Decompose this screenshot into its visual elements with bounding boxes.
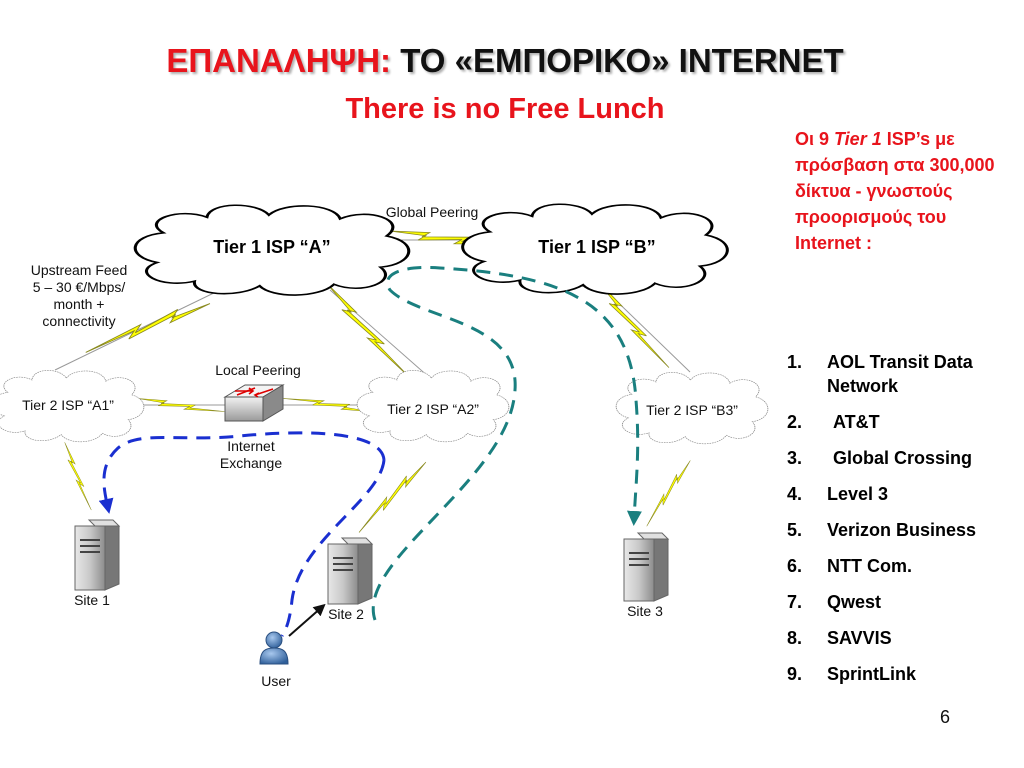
server-icon-site2 — [327, 537, 374, 605]
page-subtitle: There is no Free Lunch — [345, 93, 665, 125]
path-site2-to-site3 — [371, 265, 642, 621]
lightning-bolt-icon — [646, 455, 691, 532]
list-item: 1.AOL Transit Data Network — [787, 352, 973, 396]
user-icon — [259, 631, 289, 665]
site2-label: Site 2 — [328, 606, 364, 622]
tier2-b3-label: Tier 2 ISP “B3” — [646, 402, 738, 418]
tier1-isp-list: 1.AOL Transit Data Network 2.AT&T 3.Glob… — [787, 350, 1019, 698]
title-part-1: ΕΠΑΝΑΛΗΨΗ: — [166, 42, 392, 79]
tier2-a1-label: Tier 2 ISP “A1” — [22, 397, 114, 413]
page-number: 6 — [940, 707, 951, 727]
upstream-feed-label: Upstream Feed 5 – 30 €/Mbps/ month + con… — [30, 262, 128, 329]
list-item: 8.SAVVIS — [787, 628, 892, 648]
user-label: User — [261, 673, 291, 689]
tier1-b-label: Tier 1 ISP “B” — [538, 237, 656, 257]
list-item: 5.Verizon Business — [787, 520, 977, 540]
lightning-bolt-icon — [55, 441, 101, 511]
list-item: 2.AT&T — [787, 412, 880, 432]
title-part-2: ΤΟ «ΕΜΠΟΡΙΚΟ» INTERNET — [400, 42, 844, 79]
list-item: 9.SprintLink — [787, 664, 916, 684]
page-title: ΕΠΑΝΑΛΗΨΗ: ΤΟ «ΕΜΠΟΡΙΚΟ» INTERNET — [0, 42, 1010, 80]
server-icon-site3 — [623, 532, 670, 602]
site3-label: Site 3 — [627, 603, 663, 619]
server-icon-site1 — [74, 519, 121, 591]
switch-icon — [223, 384, 285, 422]
lightning-bolt-icon — [358, 453, 427, 542]
internet-exchange-label: Internet Exchange — [219, 438, 283, 471]
list-item: 4.Level 3 — [787, 484, 889, 504]
path-user-to-a2 — [280, 459, 386, 637]
site1-label: Site 1 — [74, 592, 110, 608]
user-to-site2-arrow — [288, 603, 326, 637]
list-item: 6.NTT Com. — [787, 556, 912, 576]
global-peering-label: Global Peering — [385, 204, 479, 220]
lightning-bolt-icon — [313, 282, 424, 379]
local-peering-label: Local Peering — [215, 362, 301, 378]
path-user-to-site1 — [98, 431, 386, 514]
tier1-side-note: Οι 9 Tier 1 ISP’s με πρόσβαση στα 300,00… — [795, 129, 995, 253]
tier1-a-label: Tier 1 ISP “A” — [213, 237, 331, 257]
tier2-a2-label: Tier 2 ISP “A2” — [387, 401, 479, 417]
list-item: 3.Global Crossing — [787, 448, 973, 468]
list-item: 7.Qwest — [787, 592, 882, 612]
